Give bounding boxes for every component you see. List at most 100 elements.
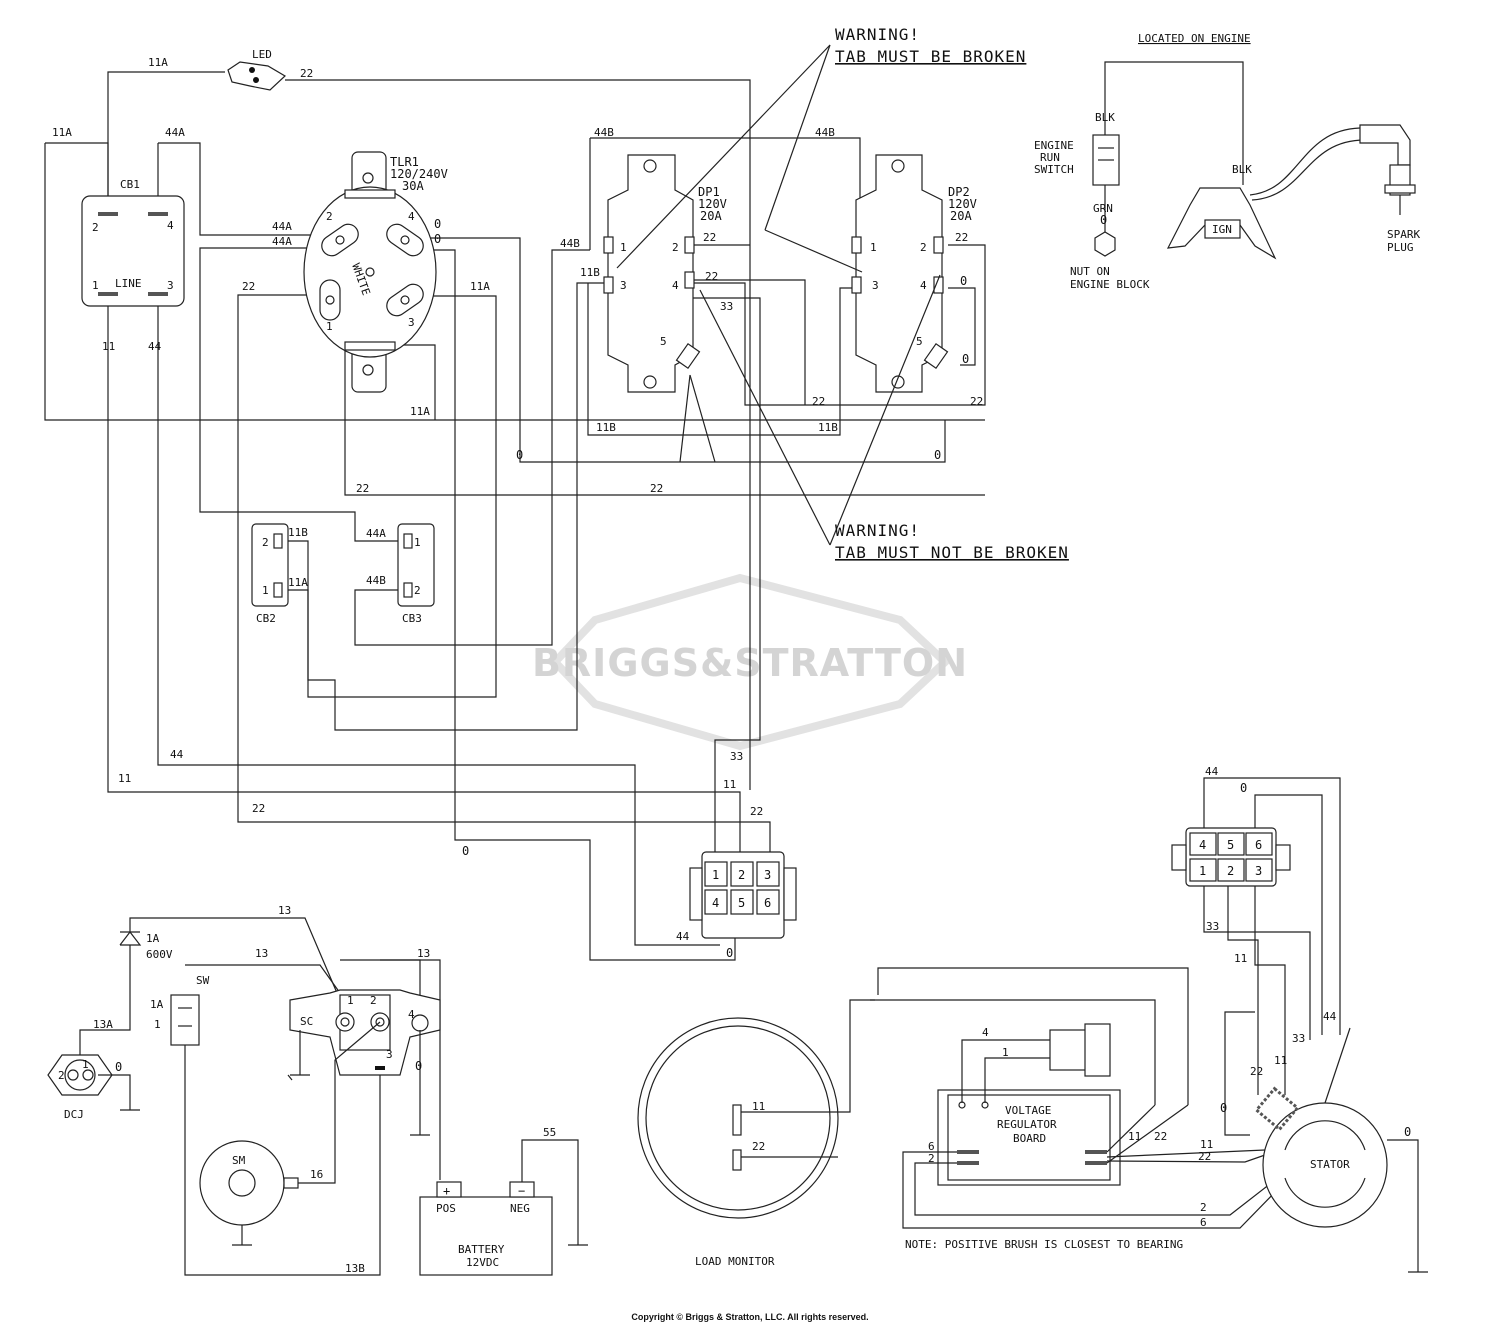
dp2-volts: 120V <box>948 197 977 211</box>
wire-label: 0 <box>415 1059 422 1073</box>
wire-label: 44A <box>272 235 292 248</box>
dp1-label: DP1 <box>698 185 720 199</box>
ignition-label: IGN <box>1212 223 1232 236</box>
wire-label: 44 <box>676 930 690 943</box>
wire-label: 11 <box>102 340 115 353</box>
wire-label: 0 <box>462 844 469 858</box>
diagram-label: 1 <box>620 241 627 254</box>
wire-label: 22 <box>650 482 663 495</box>
diagram-label: 2 <box>326 210 333 223</box>
warning-callouts: WARNING! TAB MUST BE BROKEN WARNING! TAB… <box>616 25 1068 562</box>
tlr1-amps: 30A <box>402 179 424 193</box>
battery-neg-label: NEG <box>510 1202 530 1215</box>
wire-label: 44A <box>366 527 386 540</box>
wire-label: 0 <box>434 217 441 231</box>
battery-pos-label: POS <box>436 1202 456 1215</box>
diagram-label: 5 <box>660 335 667 348</box>
vr-board-label: REGULATOR <box>997 1118 1057 1131</box>
diode-label: 1A <box>146 932 160 945</box>
led-label: LED <box>252 48 272 61</box>
wire-label: 13B <box>345 1262 365 1275</box>
wire-label: 1 <box>1002 1046 1009 1059</box>
diagram-label: 5 <box>1227 838 1234 852</box>
diagram-label: 2 <box>738 868 745 882</box>
wire-label: 22 <box>750 805 763 818</box>
diagram-label: 3 <box>764 868 771 882</box>
wire-label-grn: GRN <box>1093 202 1113 215</box>
tlr1-label: TLR1 <box>390 155 419 169</box>
six-pin-connector-main: 1 2 3 4 5 6 <box>689 851 797 939</box>
wire-label: 33 <box>1206 920 1219 933</box>
run-switch-label: SWITCH <box>1034 163 1074 176</box>
wire-label: 22 <box>242 280 255 293</box>
diagram-label: 3 <box>872 279 879 292</box>
wire-label: 22 <box>356 482 369 495</box>
diagram-label: 4 <box>712 896 719 910</box>
diagram-label: 2 <box>92 221 99 234</box>
warning-top-text: TAB MUST BE BROKEN <box>835 47 1026 66</box>
stator-label: STATOR <box>1310 1158 1350 1171</box>
wire-label: 22 <box>955 231 968 244</box>
diagram-label: 3 <box>386 1048 393 1061</box>
wire-label: 44A <box>272 220 292 233</box>
wire-label: 13 <box>255 947 268 960</box>
engine-section: LOCATED ON ENGINE BLK GRN 0 ENGINE RUN S… <box>1034 32 1420 291</box>
wire-label: 6 <box>928 1140 935 1153</box>
wire-label: 16 <box>310 1168 323 1181</box>
spark-plug-label: PLUG <box>1387 241 1414 254</box>
wire-label-blk: BLK <box>1095 111 1115 124</box>
warning-top-title: WARNING! <box>835 25 920 44</box>
wire-label: 11 <box>752 1100 765 1113</box>
wire-label: 11B <box>580 266 600 279</box>
wire-label: 44 <box>148 340 162 353</box>
diagram-label: 1 <box>712 868 719 882</box>
diagram-label: 2 <box>370 994 377 1007</box>
wire-label: 11A <box>470 280 490 293</box>
dp1-amps: 20A <box>700 209 722 223</box>
diode-label: 600V <box>146 948 173 961</box>
load-monitor: 11 22 LOAD MONITOR <box>637 967 1189 1268</box>
sw-terminal-label: 1 <box>154 1018 161 1031</box>
wire-label: 11A <box>410 405 430 418</box>
sw-label: SW <box>196 974 210 987</box>
wire-label: 13 <box>417 947 430 960</box>
diagram-label: 3 <box>620 279 627 292</box>
wire-label: 33 <box>720 300 733 313</box>
run-switch-label: ENGINE <box>1034 139 1074 152</box>
diagram-label: 4 <box>1199 838 1206 852</box>
circuit-breaker-cb3: 1 2 CB3 44A 44B <box>366 523 435 625</box>
sm-label: SM <box>232 1154 246 1167</box>
wire-label: 44B <box>366 574 386 587</box>
diagram-label: 1 <box>262 584 269 597</box>
circuit-breaker-cb1: CB1 LINE 2 4 1 3 11A 44A 11 44 <box>52 126 185 353</box>
copyright-notice: Copyright © Briggs & Stratton, LLC. All … <box>631 1312 869 1322</box>
tlr1-rating: 120/240V <box>390 167 448 181</box>
battery-12vdc: + − POS NEG BATTERY 12VDC 55 <box>419 1126 588 1276</box>
diagram-label: 6 <box>764 896 771 910</box>
diagram-label: 1 <box>870 241 877 254</box>
diagram-label: 3 <box>408 316 415 329</box>
wire-label: 2 <box>1200 1201 1207 1214</box>
wire-label: 11 <box>1234 952 1247 965</box>
engine-section-title: LOCATED ON ENGINE <box>1138 32 1251 45</box>
wire-label: 0 <box>1404 1125 1411 1139</box>
duplex-receptacle-dp2: DP2 120V 20A 1 3 2 4 5 44B 22 0 0 22 22 … <box>812 126 983 434</box>
diagram-label: 1 <box>414 536 421 549</box>
led-indicator: LED 11A 22 <box>148 48 313 91</box>
wire-label: 55 <box>543 1126 556 1139</box>
diagram-label: 2 <box>672 241 679 254</box>
wire-label: 22 <box>703 231 716 244</box>
wire-label: 11 <box>118 772 131 785</box>
diagram-label: + <box>443 1184 450 1198</box>
diagram-label: 5 <box>738 896 745 910</box>
wire-label: 22 <box>752 1140 765 1153</box>
wire-label: 6 <box>1200 1216 1207 1229</box>
wire-label: 0 <box>516 448 523 462</box>
cb1-label: CB1 <box>120 178 140 191</box>
wire-label-blk: BLK <box>1232 163 1252 176</box>
vr-board-label: BOARD <box>1013 1132 1046 1145</box>
sw-terminal-label: 1A <box>150 998 164 1011</box>
wire-label: 0 <box>962 352 969 366</box>
circuit-breaker-cb2: 2 1 CB2 11B 11A <box>251 523 308 625</box>
wire-label: 22 <box>812 395 825 408</box>
